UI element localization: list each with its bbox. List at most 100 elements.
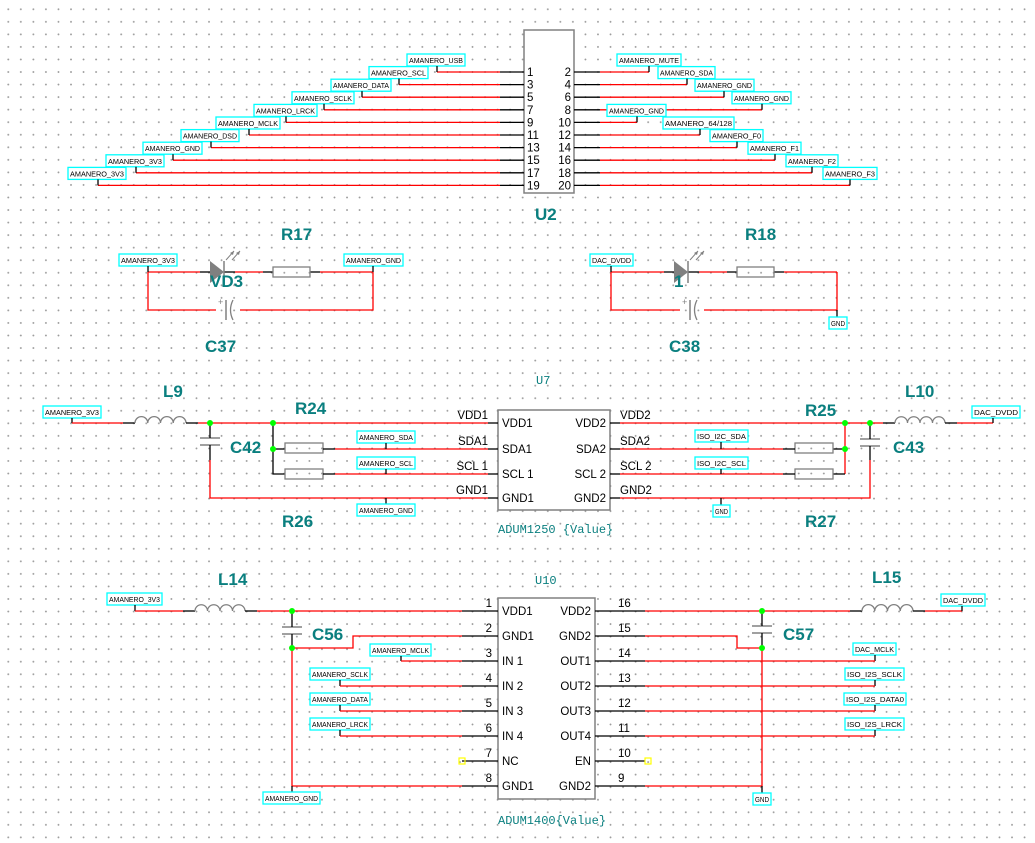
resistor[interactable] [272,266,311,278]
net-label[interactable]: AMANERO_DATA [309,692,371,711]
net-label[interactable]: AMANERO_LRCK [309,717,371,736]
plus-icon: + [218,297,223,307]
pin-number: 1 [527,67,533,79]
net-label-text: AMANERO_SDA [660,71,713,78]
net-label-box [712,504,731,518]
ic-u10-body[interactable] [497,597,596,800]
designator-inductor: L14 [218,570,248,589]
net-label[interactable]: AMANERO_F1 [747,141,802,161]
pin-name: SCL 2 [574,469,606,481]
net-label[interactable]: AMANERO_3V3 [106,592,163,611]
net-label[interactable]: AMANERO_MCLK [215,116,281,135]
capacitor[interactable] [200,437,220,446]
designator-capacitor: C37 [205,337,236,356]
net-label[interactable]: AMANERO_3V3 [42,405,102,423]
resistor[interactable] [284,442,324,454]
resistor[interactable] [794,442,834,454]
net-label[interactable]: DAC_DVDD [940,593,986,611]
capacitor[interactable] [752,625,772,634]
net-label[interactable]: GND [828,316,848,330]
resistor[interactable] [794,468,834,480]
capacitor[interactable] [282,626,302,635]
net-label[interactable]: AMANERO_GND [356,503,416,517]
net-name: GND2 [620,485,652,497]
net-label[interactable]: AMANERO_SDA [657,65,716,85]
net-label[interactable]: AMANERO_SCLK [291,91,355,110]
net-label[interactable]: GND [712,504,731,518]
net-label-text: AMANERO_SCLK [294,96,352,103]
wire [292,635,462,649]
net-name: SCL 1 [456,461,488,473]
connector-u2-body[interactable] [523,29,575,194]
pin-number: 5 [486,698,492,710]
net-label[interactable]: ISO_I2C_SCL [694,456,749,474]
net-label[interactable]: AMANERO_GND [731,91,792,110]
net-label[interactable]: DAC_DVDD [589,253,634,272]
net-label-text: GND [755,797,769,804]
designator-u7: U7 [536,374,550,388]
net-label[interactable]: AMANERO_F3 [822,166,878,186]
net-label[interactable]: GND [752,792,772,806]
net-label[interactable]: AMANERO_USB [406,53,466,72]
net-label[interactable]: AMANERO_MUTE [616,53,682,72]
led[interactable] [674,250,705,283]
net-label[interactable]: AMANERO_3V3 [118,253,178,272]
net-label[interactable]: AMANERO_GND [262,791,321,805]
capacitor[interactable] [860,438,880,447]
net-label[interactable]: AMANERO_F0 [709,128,764,148]
inductor[interactable] [861,603,914,612]
net-label[interactable]: AMANERO_GND [606,103,667,123]
polarized-capacitor[interactable]: + [218,297,234,321]
junction-dot [207,420,213,426]
net-label-text: AMANERO_3V3 [109,597,160,604]
net-label-box [180,128,240,143]
resistor[interactable] [284,468,324,480]
wire [240,272,374,311]
net-label[interactable]: AMANERO_SCL [356,456,416,474]
net-label[interactable]: AMANERO_SDA [356,430,416,449]
pin-name: GND1 [502,781,534,793]
net-label[interactable]: ISO_I2S_SCLK [844,667,905,686]
net-label[interactable]: AMANERO_3V3 [67,166,127,186]
designator-resistor: R27 [805,512,836,531]
pin-name: EN [575,756,591,768]
pin-number: 13 [527,143,540,155]
net-label-box [940,593,986,607]
net-label[interactable]: ISO_I2S_DATA0 [843,692,907,711]
net-label[interactable]: AMANERO_GND [142,141,203,161]
net-label[interactable]: AMANERO_GND [694,78,755,98]
net-label[interactable]: AMANERO_SCLK [309,667,371,686]
designator-capacitor: C57 [783,625,814,644]
net-label[interactable]: AMANERO_DSD [180,128,240,148]
net-label-box [105,154,165,168]
net-label[interactable]: AMANERO_DATA [330,78,392,98]
net-label[interactable]: DAC_DVDD [971,405,1021,423]
net-name: SDA1 [458,436,488,448]
net-label[interactable]: ISO_I2S_LRCK [844,717,905,736]
inductor[interactable] [134,415,187,424]
pin-name: GND1 [502,631,534,643]
inductor[interactable] [894,416,946,424]
pin-name: VDD2 [575,418,606,430]
net-label-text: AMANERO_F0 [712,134,761,141]
net-label[interactable]: AMANERO_GND [343,253,404,272]
pin-number: 14 [618,648,631,660]
net-label[interactable]: ISO_I2C_SDA [694,429,749,449]
net-label[interactable]: AMANERO_LRCK [253,103,318,123]
inductor[interactable] [194,604,246,612]
net-label[interactable]: AMANERO_F2 [785,154,839,173]
resistor[interactable] [736,266,775,278]
net-label[interactable]: AMANERO_64/128 [662,116,735,135]
net-label[interactable]: AMANERO_3V3 [105,154,165,173]
polarized-capacitor[interactable]: + [682,297,698,321]
net-label-text: AMANERO_GND [697,83,752,90]
net-label[interactable]: AMANERO_MCLK [369,643,432,661]
net-label[interactable]: AMANERO_SCL [368,65,429,85]
led[interactable] [210,250,241,283]
ic-u7-body[interactable] [497,409,611,511]
designator-capacitor: C38 [669,337,700,356]
designator-inductor: L9 [163,382,183,401]
net-label[interactable]: DAC_MCLK [852,642,897,661]
junction-dot [759,645,765,651]
